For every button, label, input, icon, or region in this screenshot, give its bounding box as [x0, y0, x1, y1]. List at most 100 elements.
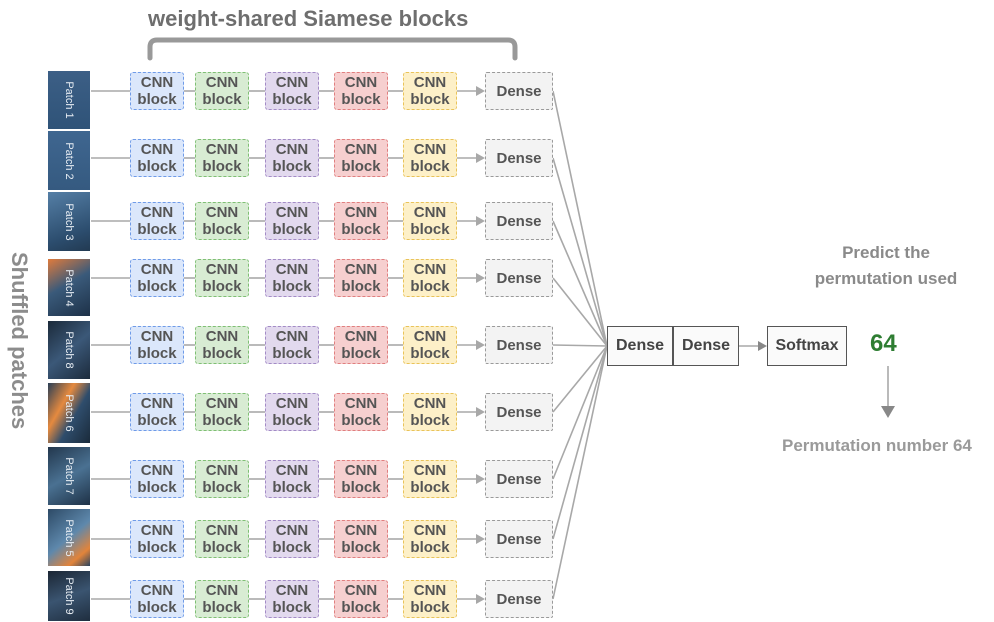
cnn-block-label: block — [137, 345, 177, 362]
patch-image: Patch 7 — [47, 446, 91, 506]
cnn-block-label: block — [410, 599, 450, 616]
cnn-block-label: CNN — [275, 204, 309, 221]
cnn-block-label: CNN — [344, 582, 378, 599]
cnn-block-label: CNN — [205, 74, 239, 91]
cnn-block-label: CNN — [275, 462, 309, 479]
cnn-block-label: CNN — [140, 462, 174, 479]
cnn-block-label: block — [202, 91, 242, 108]
cnn-block-label: block — [410, 278, 450, 295]
arrow-head — [476, 474, 485, 484]
patch-label: Patch 4 — [63, 268, 75, 307]
arrow-head — [476, 534, 485, 544]
cnn-block-label: block — [272, 479, 312, 496]
cnn-block-label: CNN — [344, 74, 378, 91]
cnn-block-label: block — [341, 345, 381, 362]
cnn-block-label: block — [341, 221, 381, 238]
cnn-block-label: block — [341, 158, 381, 175]
patch-image: Patch 4 — [47, 258, 91, 317]
arrow-head — [476, 340, 485, 350]
cnn-block-label: block — [410, 345, 450, 362]
cnn-block-label: CNN — [140, 522, 174, 539]
cnn-block-label: block — [202, 412, 242, 429]
cnn-block-label: block — [341, 599, 381, 616]
row-dense-layer: Dense — [485, 72, 553, 110]
patch-label: Patch 7 — [63, 457, 75, 495]
cnn-block-label: CNN — [205, 261, 239, 278]
permutation-number-label: Permutation number 64 — [782, 436, 972, 455]
cnn-block-label: CNN — [205, 204, 239, 221]
cnn-block-label: block — [410, 158, 450, 175]
fan-in-line — [552, 277, 608, 347]
row-dense-layer: Dense — [485, 580, 553, 618]
cnn-block-label: CNN — [205, 582, 239, 599]
cnn-block-label: block — [410, 412, 450, 429]
cnn-block-label: CNN — [344, 261, 378, 278]
cnn-block-label: block — [410, 221, 450, 238]
cnn-block-label: block — [137, 479, 177, 496]
cnn-block-label: CNN — [413, 141, 447, 158]
cnn-block-label: CNN — [140, 395, 174, 412]
cnn-block-label: block — [272, 158, 312, 175]
merge-dense-layer-1: Dense — [607, 326, 673, 366]
predicted-permutation-value: 64 — [870, 330, 897, 357]
cnn-block-label: block — [137, 412, 177, 429]
patch-image: Patch 3 — [47, 191, 91, 252]
cnn-block-label: CNN — [413, 522, 447, 539]
cnn-block-label: block — [202, 539, 242, 556]
cnn-block-label: block — [410, 479, 450, 496]
cnn-block-label: block — [202, 278, 242, 295]
cnn-block-label: CNN — [344, 328, 378, 345]
fan-in-line — [552, 345, 608, 600]
cnn-block-label: block — [202, 479, 242, 496]
down-arrow-icon — [881, 406, 895, 418]
cnn-block-label: block — [202, 599, 242, 616]
cnn-block-label: CNN — [205, 522, 239, 539]
row-dense-layer: Dense — [485, 202, 553, 240]
arrow-head — [476, 594, 485, 604]
fan-in-line — [552, 157, 608, 347]
row-dense-layer: Dense — [485, 139, 553, 177]
cnn-block-label: block — [341, 412, 381, 429]
cnn-block-label: CNN — [205, 328, 239, 345]
row-dense-layer: Dense — [485, 460, 553, 498]
cnn-block-label: CNN — [344, 141, 378, 158]
cnn-block-label: CNN — [413, 204, 447, 221]
cnn-block-label: CNN — [275, 74, 309, 91]
cnn-block-label: CNN — [140, 261, 174, 278]
arrow-head — [476, 216, 485, 226]
fan-in-line — [552, 345, 608, 480]
cnn-block-label: block — [410, 539, 450, 556]
softmax-arrow-head — [758, 341, 767, 351]
patch-label: Patch 1 — [63, 81, 75, 119]
cnn-block-label: block — [272, 278, 312, 295]
